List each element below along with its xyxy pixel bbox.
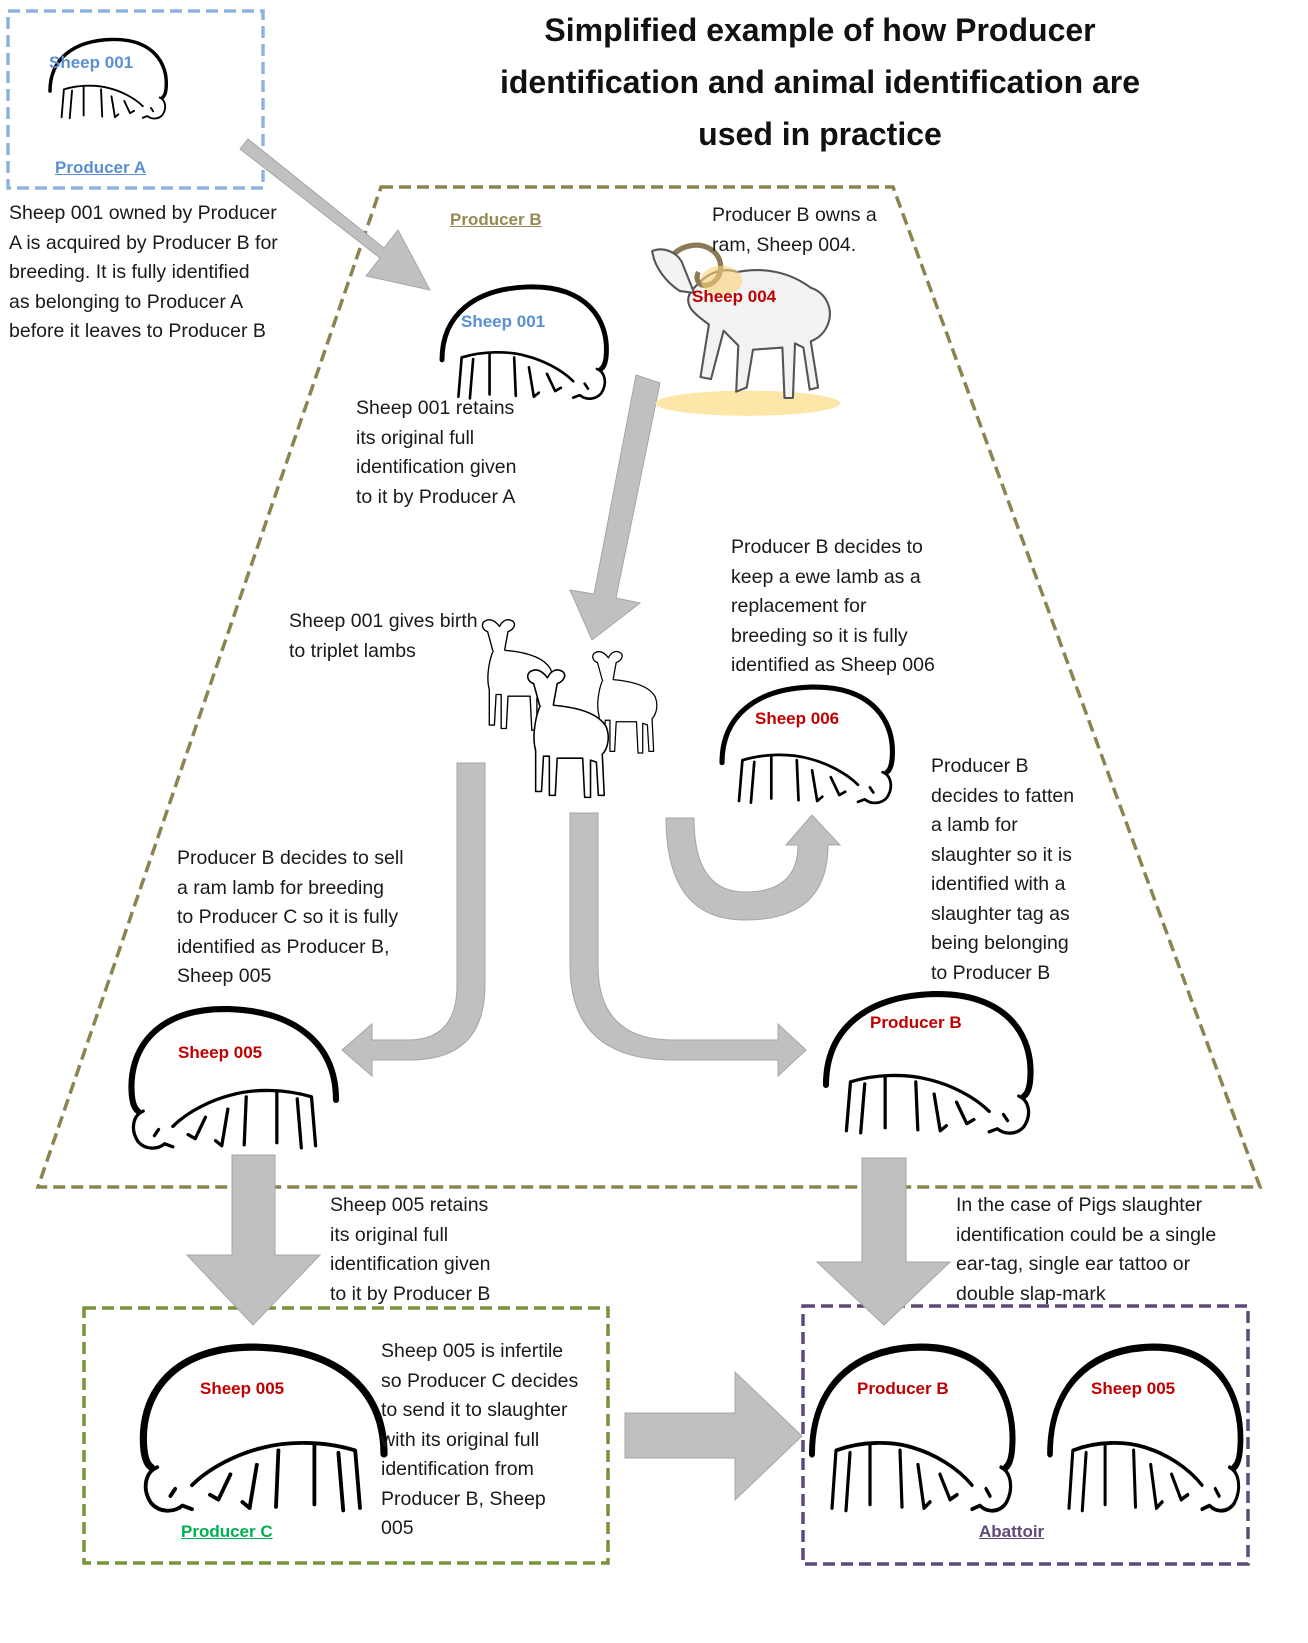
tag-abattoir-producerb: Producer B — [857, 1379, 949, 1398]
producer-a-label: Producer A — [55, 158, 147, 177]
note-keep-ewe: Producer B decides to keep a ewe lamb as… — [731, 536, 935, 676]
tag-b-sheep001: Sheep 001 — [461, 312, 546, 331]
tag-abattoir-sheep005: Sheep 005 — [1091, 1379, 1176, 1398]
tag-a-sheep001: Sheep 001 — [49, 53, 134, 72]
producer-c-label: Producer C — [181, 1522, 273, 1541]
tag-sheep005-c: Sheep 005 — [200, 1379, 285, 1398]
ram-icon — [652, 245, 840, 416]
producer-a-box — [6, 9, 265, 190]
arrow-ram-to-lambs — [569, 374, 661, 641]
note-retains-001: Sheep 001 retains its original full iden… — [356, 397, 517, 508]
note-ram-owned: Producer B owns a ram, Sheep 004. — [712, 204, 877, 256]
tag-sheep006: Sheep 006 — [755, 709, 840, 728]
sheep-icon-abattoir-producerb — [812, 1347, 1013, 1511]
tag-ram-sheep004: Sheep 004 — [692, 287, 777, 306]
lamb-icon-2 — [526, 669, 610, 799]
arrow-uturn-to-sheep006 — [665, 814, 842, 921]
note-infertile: Sheep 005 is infertile so Producer C dec… — [381, 1340, 579, 1539]
tag-producerb-lamb: Producer B — [870, 1013, 962, 1032]
arrow-sheep005-down — [185, 1154, 322, 1326]
sheep-icon-producer-a — [48, 37, 169, 121]
sheep-icon-005-b — [131, 1009, 336, 1148]
sheep-icon-006 — [722, 687, 892, 803]
note-birth: Sheep 001 gives birth to triplet lambs — [289, 610, 478, 662]
note-acquired: Sheep 001 owned by Producer A is acquire… — [9, 202, 278, 342]
tag-sheep005-b: Sheep 005 — [178, 1043, 263, 1062]
producer-b-label: Producer B — [450, 210, 542, 229]
note-pigs: In the case of Pigs slaughter identifica… — [956, 1194, 1217, 1305]
arrow-lambs-to-producerb-lamb — [569, 812, 807, 1078]
page-title: Simplified example of how Producer ident… — [499, 12, 1141, 152]
producer-b-trapezoid — [35, 185, 1263, 1189]
sheep-icon-005-c — [143, 1347, 384, 1511]
sheep-icon-abattoir-005 — [1050, 1347, 1241, 1511]
arrow-producerb-down — [815, 1157, 952, 1326]
note-sell-ram: Producer B decides to sell a ram lamb fo… — [177, 847, 404, 987]
sheep-icon-b-001 — [442, 287, 606, 399]
note-retains-005: Sheep 005 retains its original full iden… — [330, 1194, 491, 1305]
producer-c-box — [82, 1306, 610, 1565]
arrow-c-to-abattoir — [624, 1370, 803, 1502]
arrow-lambs-to-sheep005 — [341, 762, 486, 1078]
note-fatten: Producer B decides to fatten a lamb for … — [931, 755, 1075, 984]
abattoir-box — [801, 1304, 1250, 1566]
arrow-a-to-b — [239, 138, 431, 291]
abattoir-label: Abattoir — [979, 1522, 1045, 1541]
